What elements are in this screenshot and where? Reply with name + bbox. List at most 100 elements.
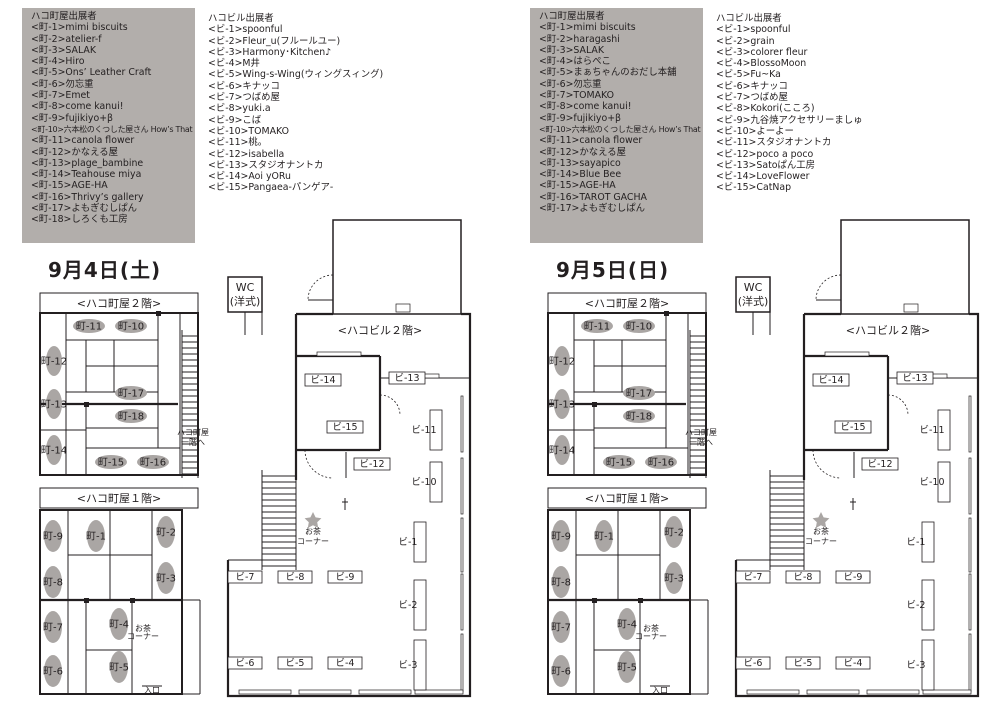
seat-label: 町-18 [118,412,144,423]
seat-町-9 [44,520,62,552]
booth-label: ビ-12 [867,459,892,470]
seat-町-5 [618,651,636,683]
window [866,689,920,695]
vendor-item: <町-7>Emet [31,90,90,102]
window [460,633,464,693]
machiya-vendor-title: ハコ町屋出展者 [31,11,97,22]
window [968,573,972,631]
seat-label: 町-13 [549,400,575,411]
seat-町-4 [110,608,128,640]
tea-corner-label: コーナー [297,537,329,546]
seat-label: 町-18 [626,412,652,423]
seat-町-8 [552,566,570,598]
seat-label: 町-6 [43,667,63,678]
tea-corner-small: コーナー [127,632,159,641]
vendor-item: <ビ-6>キナッコ [716,80,788,92]
seat-label: 町-3 [156,574,176,585]
seat-label: 町-12 [41,357,67,368]
booth-rect [921,639,935,691]
seat-町-14 [46,435,62,465]
vendor-item: <ビ-3>Harmony･Kitchen♪ [208,46,332,58]
vendor-item: <ビ-12>poco a poco [716,148,814,160]
wc-box [227,276,263,313]
stairs-machiya [181,330,199,478]
booth-label: ビ-8 [286,572,305,583]
booth-label: ビ-6 [744,658,763,669]
booth-label: ビ-14 [310,375,335,386]
star-icon [812,512,830,528]
window [395,303,411,313]
door-arc [307,274,334,301]
booth-rect [353,457,391,471]
booth-rect [227,656,263,670]
vendor-item: <町-6>勿忘重 [539,78,602,90]
seat-町-16 [645,455,677,469]
vendor-item: <ビ-15>Pangaea-パンゲア- [208,182,334,194]
seat-label: 町-5 [617,663,637,674]
vendor-item: <町-18>しろくも工房 [31,214,128,226]
booth-label: ビ-9 [844,572,863,583]
tea-corner-small: コーナー [635,632,667,641]
seat-町-7 [552,611,570,643]
building-2f-label: <ハコビル２階> [846,323,930,337]
window [358,689,412,695]
tea-corner-label: お茶 [305,526,321,536]
window [968,395,972,453]
booth-label: ビ-1 [399,537,418,548]
booth-rect [304,373,342,387]
booth-rect [835,570,871,584]
building-upper-room [332,219,462,315]
tea-corner-small: お茶 [643,623,659,633]
vendor-item: <ビ-1>spoonful [716,24,791,36]
vendor-item: <町-2>atelier-f [31,33,102,45]
building-outer-wall [226,312,472,698]
machiya-2f-label: <ハコ町屋２階> [585,296,669,310]
seat-町-2 [157,516,175,548]
booth-label: ビ-3 [399,660,418,671]
booth-label: ビ-13 [394,373,419,384]
booth-label: ビ-10 [919,477,944,488]
seat-label: 町-9 [551,532,571,543]
machiya-vendor-list: ハコ町屋出展者 <町-1>mimi biscuits <町-2>haragash… [539,11,701,215]
machiya-vendor-box [22,8,195,243]
vendor-item: <ビ-8>yuki.a [208,103,271,115]
machiya-1f-header-box [39,487,199,509]
pillar [156,311,161,316]
booth-rect [429,461,443,503]
wc-box [735,276,771,313]
vendor-item: <町-1>mimi biscuits [539,22,636,34]
booth-rect [227,570,263,584]
vendor-item: <町-4>はらぺこ [539,56,611,68]
window [903,303,919,313]
window [460,457,464,515]
booth-label: ビ-7 [236,572,255,583]
booth-label: ビ-15 [840,422,865,433]
seat-町-6 [552,655,570,687]
seat-label: 町-1 [86,532,106,543]
seat-町-8 [44,566,62,598]
booth-rect [937,409,951,451]
vendor-item: <町-3>SALAK [31,44,96,56]
seat-町-3 [665,562,683,594]
stairs-note: 一階へ [181,437,205,447]
booth-label: ビ-2 [399,600,418,611]
seat-町-16 [137,455,169,469]
entrance-label: 入口 [144,686,160,695]
seat-町-12 [46,346,62,376]
day-title: 9月4日(土) [48,258,162,282]
seat-label: 町-13 [41,400,67,411]
vendor-item: <町-14>Teahouse miya [31,169,142,181]
booth-label: ビ-4 [336,658,355,669]
booth-rect [896,371,934,385]
vendor-item: <町-17>よもぎむしぱん [539,203,646,215]
seat-label: 町-15 [98,458,124,469]
booth-label: ビ-4 [844,658,863,669]
vendor-item: <町-7>TOMAKO [539,90,615,102]
door-arc [304,449,334,479]
seat-label: 町-6 [551,667,571,678]
floor-plan-sat: <ハコ町屋２階>ハコ町屋一階へ<ハコ町屋１階>お茶コーナー入口WC(洋式)<ハコ… [39,219,472,698]
vendor-item: <ビ-5>Fu~Ka [716,69,781,81]
building-outer-wall [734,312,980,698]
seat-label: 町-5 [109,663,129,674]
pillar [638,598,643,603]
